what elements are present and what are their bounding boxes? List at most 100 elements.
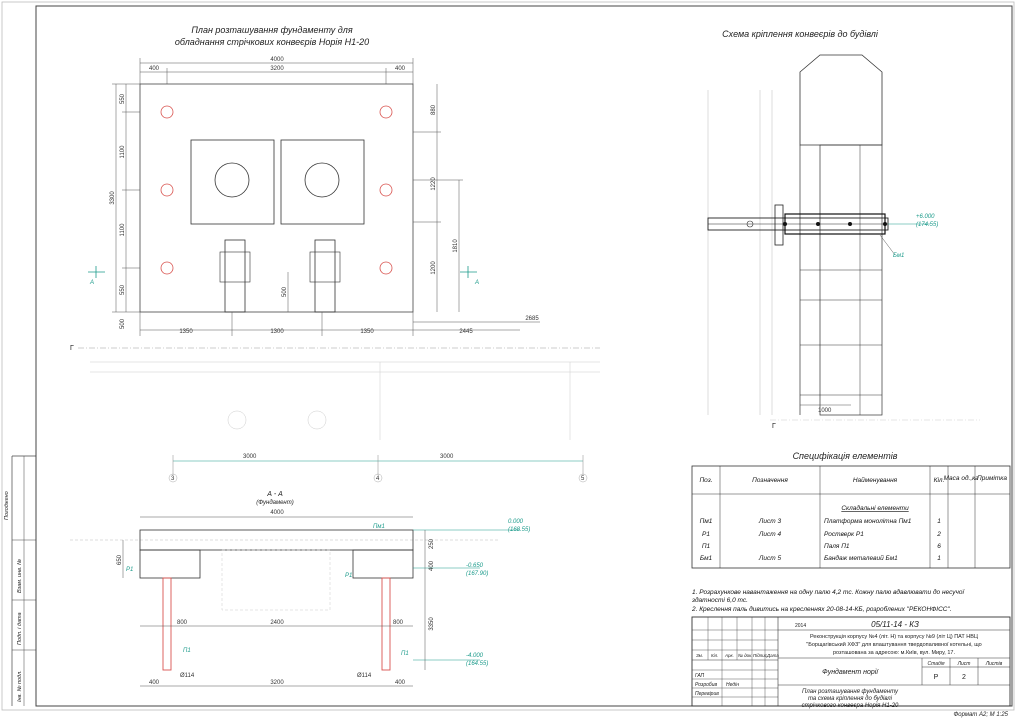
spec-row-pos: Пм1 <box>700 518 713 525</box>
spec-row: Бм1 Лист 5 Бандаж металевий Бм1 1 <box>700 554 941 562</box>
spec-header-name: Найменування <box>853 476 898 484</box>
stamp-stage: Р <box>934 674 939 681</box>
note-2: 2. Креслення паль дивитись на кресленнях… <box>691 605 952 613</box>
section-dim-bottom-b: 3200 <box>270 680 284 686</box>
spec-row-qty: 2 <box>936 531 941 538</box>
spec-row-pos: Бм1 <box>700 555 713 562</box>
spec-row: Пм1 Лист 3 Платформа монолітна Пм1 1 <box>700 517 942 525</box>
plan-piles <box>160 105 393 275</box>
section-level-2-abs: (164.55) <box>466 661 488 667</box>
stamp-role-checker: Перевірив <box>695 691 719 697</box>
plan-dim-right-b: 1220 <box>431 177 437 191</box>
stamp-project-line1: Реконструкція корпусу №4 (літ. Н) та кор… <box>810 634 978 640</box>
note-1: 1. Розрахункове навантаження на одну пал… <box>692 588 965 596</box>
plan-dim-top-left: 400 <box>149 66 160 72</box>
plan-dim-left-d: 550 <box>120 284 126 295</box>
plan-dim-left-total: 3300 <box>110 191 116 205</box>
spec-header-pos: Поз. <box>699 477 712 484</box>
plan-title-line2: обладнання стрічкових конвеєрів Норія Н1… <box>175 37 369 47</box>
spec-table: Специфікація елементів Поз. Позначення Н… <box>691 451 1011 569</box>
stamp-sheet: 2 <box>962 674 966 681</box>
stamp-col-zm: Зм. <box>696 653 703 658</box>
plan-axis-4: 4 <box>376 476 380 482</box>
section-pm-label: Пм1 <box>373 524 385 530</box>
section-dim-side-b: 250 <box>429 538 435 549</box>
section-dim-side-a: 650 <box>117 554 123 565</box>
stamp-project-line3: розташована за адресою: м.Київ, вул. Мир… <box>833 650 955 656</box>
margin-label-orig: Інв. № подл. <box>17 670 23 702</box>
spec-group-title: Складальні елементи <box>841 504 909 512</box>
section-pile-right: П1 <box>401 651 409 657</box>
stamp-col-doc: № док. <box>738 653 753 658</box>
spec-row: П1 Паля П1 6 <box>702 543 941 550</box>
stamp-role-gap: ГАП <box>695 673 705 679</box>
section-level-2: -4.000 <box>466 653 484 659</box>
stamp-col-kil: Кіл. <box>711 653 718 658</box>
margin-label-agreed: Погоджено <box>4 491 10 520</box>
note-1-cont: здатності 6,0 тс. <box>691 596 748 604</box>
scheme-level-mark: +6.000 <box>916 214 935 220</box>
section-level-0: 0.000 <box>508 519 524 525</box>
plan-dim-right-d: 1810 <box>453 239 459 253</box>
plan-dim-bottom-b: 1300 <box>270 329 284 335</box>
stamp-year: 2014 <box>795 623 806 629</box>
spec-row-qty: 6 <box>937 543 941 550</box>
section-dim-side-d: 3350 <box>429 617 435 631</box>
spec-row-name: Паля П1 <box>824 543 850 550</box>
section-dim-mid-a: 800 <box>177 620 188 626</box>
plan-title-line1: План розташування фундаменту для <box>191 25 352 35</box>
stamp-sheets-header: Листів <box>985 661 1003 667</box>
section-dim-bottom-a: 400 <box>149 680 160 686</box>
section-dim-bottom-c: 400 <box>395 680 406 686</box>
plan-dim-bottom-e: 2685 <box>525 316 539 322</box>
section-dim-mid-c: 800 <box>393 620 404 626</box>
section-pile-left: П1 <box>183 648 191 654</box>
plan-dim-left-b: 1100 <box>120 145 126 159</box>
section-level-0-abs: (168.55) <box>508 527 530 533</box>
section-p1-right: Р1 <box>345 573 352 579</box>
section-dim-mid-b: 2400 <box>270 620 284 626</box>
foundation-plan: План розташування фундаменту для обладна… <box>70 25 600 483</box>
section-subtitle: (Фундамент) <box>256 500 293 506</box>
plan-section-mark-left: А <box>89 280 94 286</box>
stamp-sheet-header: Лист <box>957 661 971 667</box>
plan-dim-left-a: 550 <box>120 93 126 104</box>
stamp-designer-name: Недін <box>726 682 739 688</box>
stamp-col-date: Дата <box>766 653 779 658</box>
stamp-building: Фундамент норії <box>822 668 879 676</box>
plan-dim-right-a: 880 <box>431 104 437 115</box>
spec-row-des: Лист 5 <box>758 555 782 562</box>
stamp-code: 05/11-14 - КЗ <box>871 620 919 629</box>
spec-row-pos: Р1 <box>702 531 710 538</box>
margin-label-sign: Подп. і дата <box>17 612 23 645</box>
spec-header-mass: Маса од.,кг <box>944 474 980 482</box>
stamp-desc-line2: та схема кріплення до будівлі <box>808 696 893 702</box>
plan-axis-5: 5 <box>581 476 585 482</box>
scheme-bm-label: Бм1 <box>893 253 904 259</box>
spec-row: Р1 Лист 4 Ростверк Р1 2 <box>702 531 941 538</box>
plan-grid-g: Г <box>70 345 74 352</box>
plan-dim-right-c: 1200 <box>431 261 437 275</box>
spec-row-qty: 1 <box>937 555 941 562</box>
section-title: А - А <box>266 491 283 498</box>
scheme-level-abs: (174.55) <box>916 222 938 228</box>
spec-row-qty: 1 <box>937 518 941 525</box>
scheme-title: Схема кріплення конвеєрів до будівлі <box>722 29 879 39</box>
plan-axis-dim-2: 3000 <box>440 454 454 460</box>
plan-dim-top-mid: 3200 <box>270 66 284 72</box>
section-dim-side-c: 400 <box>429 560 435 571</box>
title-block: 05/11-14 - КЗ 2014 Реконструкція корпусу… <box>691 616 1011 718</box>
general-notes: 1. Розрахункове навантаження на одну пал… <box>691 588 965 613</box>
spec-row-name: Ростверк Р1 <box>824 531 864 538</box>
plan-axis-3: 3 <box>171 476 175 482</box>
stamp-project-line2: "Борщагівський ХФЗ" для влаштування твер… <box>806 641 981 648</box>
section-level-1: -0.650 <box>466 563 484 569</box>
plan-section-mark-right: А <box>474 280 479 286</box>
plan-dim-left-c: 1100 <box>120 223 126 237</box>
spec-header-note: Примітка <box>977 474 1007 482</box>
section-aa: А - А (Фундамент) 4000 Р1 Р1 Пм1 П1 П1 0… <box>70 491 530 687</box>
plan-dim-left-e: 500 <box>120 318 126 329</box>
fastening-scheme: Схема кріплення конвеєрів до будівлі +6.… <box>707 29 980 430</box>
margin-label-inv: Взам. инв. № <box>17 559 23 593</box>
